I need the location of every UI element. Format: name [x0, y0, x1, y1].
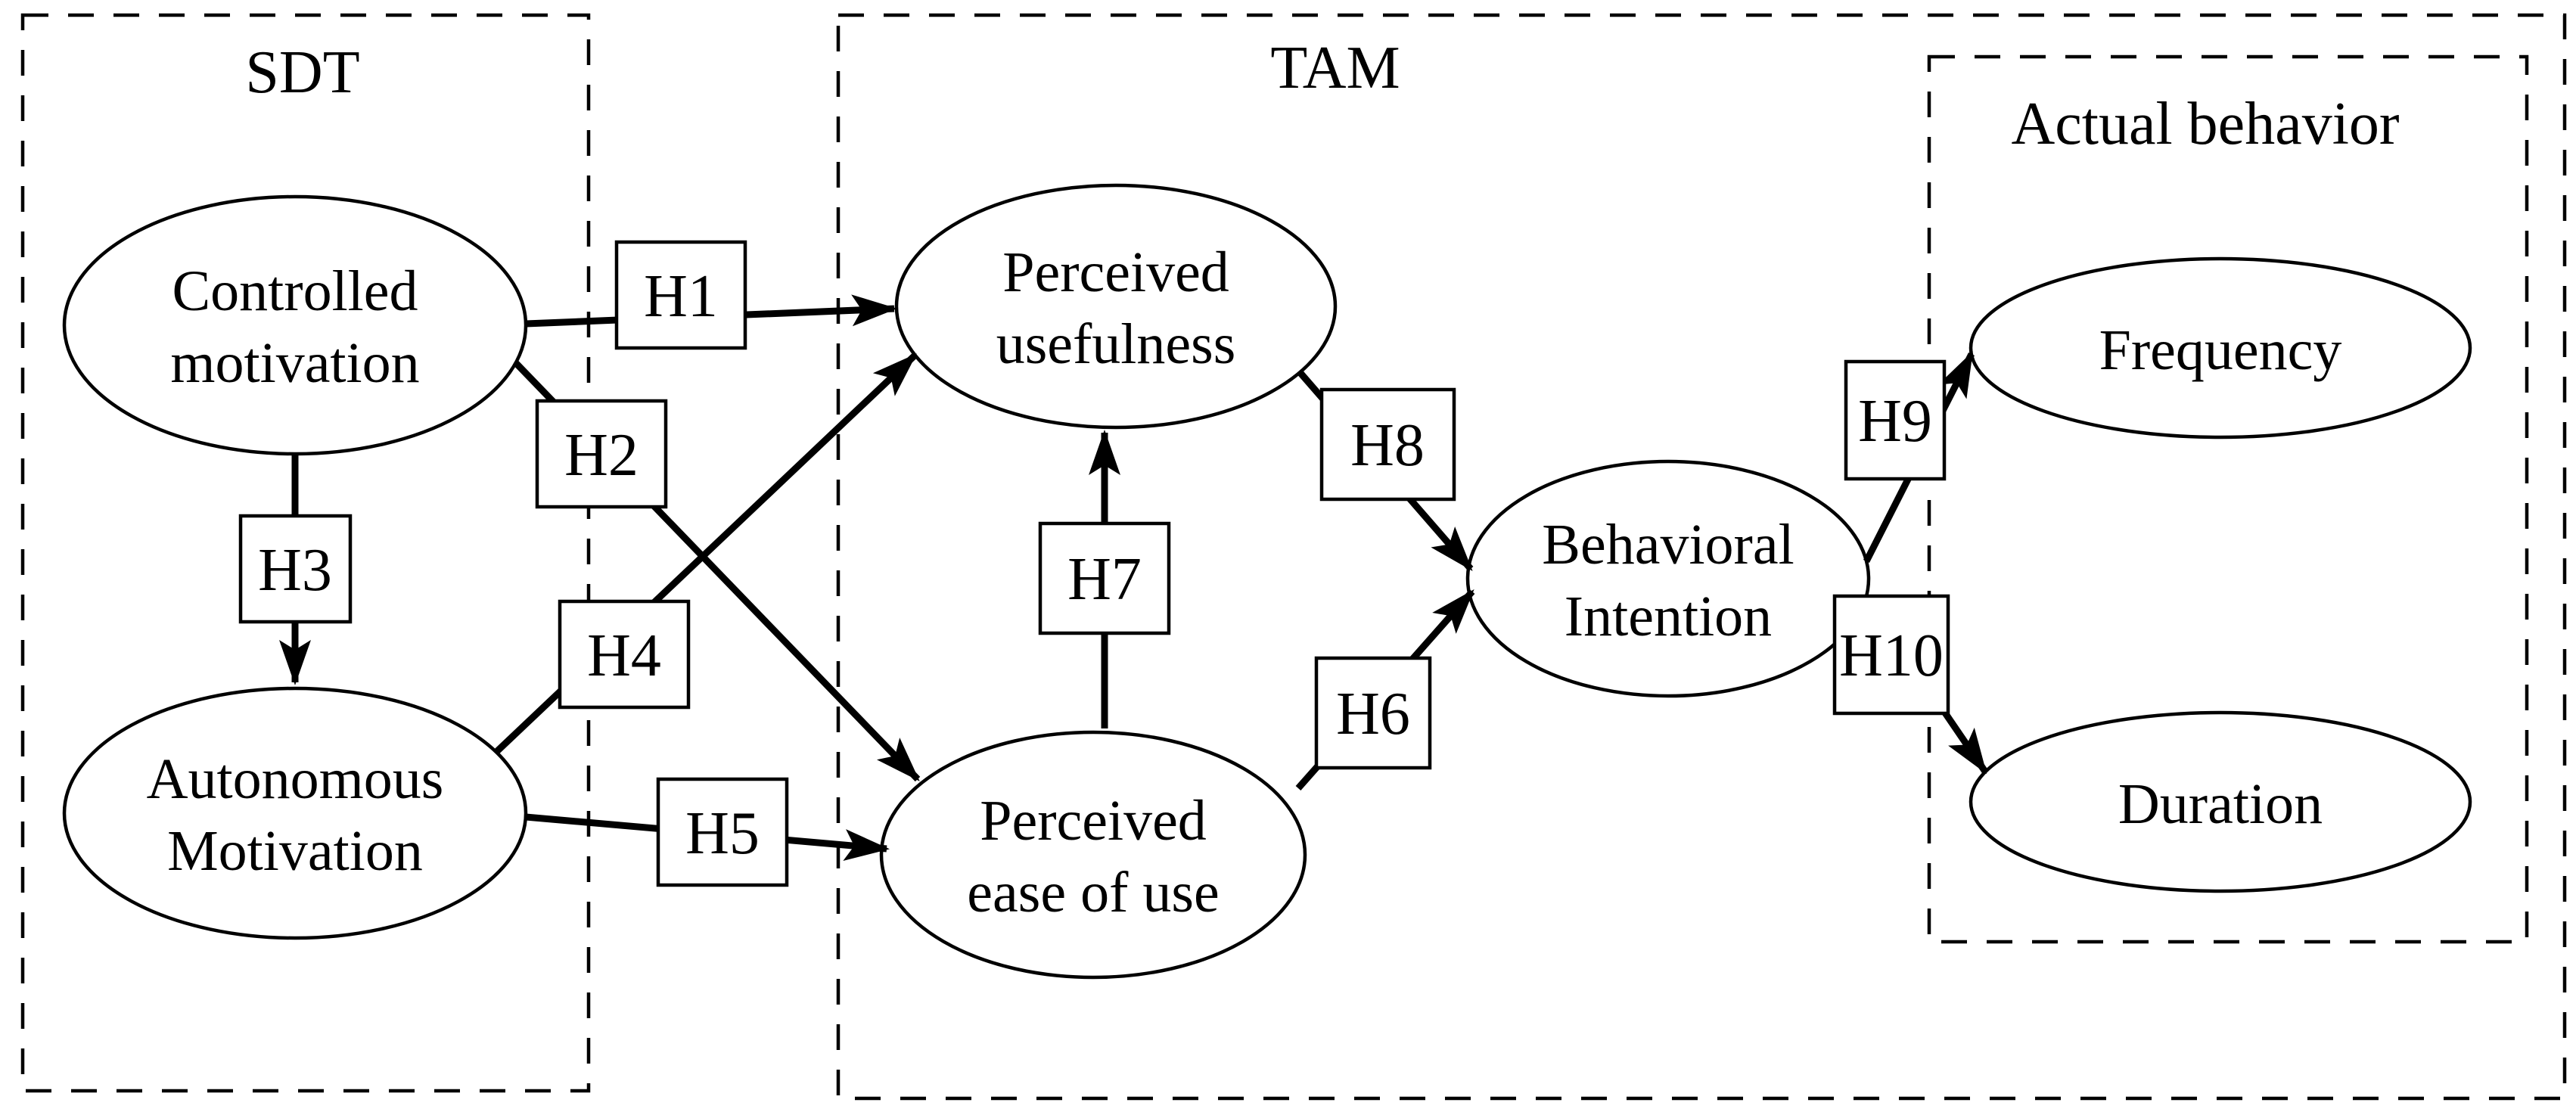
- perceived-usefulness-line2: usefulness: [996, 312, 1236, 376]
- node-controlled-motivation: [62, 194, 528, 456]
- hypothesis-box-h5: H5: [656, 777, 789, 887]
- h1-label: H1: [644, 263, 718, 330]
- h7-label: H7: [1067, 546, 1142, 613]
- node-perceived-usefulness: [894, 183, 1338, 430]
- node-frequency: [1969, 256, 2472, 440]
- hypothesis-box-h8: H8: [1319, 387, 1456, 502]
- h6-label: H6: [1336, 681, 1410, 747]
- label-behavioral-intention: Behavioral Intention: [1542, 513, 1794, 648]
- sdt-frame: [20, 13, 591, 1093]
- behavioral-intention-line1: Behavioral: [1542, 513, 1794, 576]
- hypothesis-box-h4: H4: [558, 599, 691, 710]
- frequency-label: Frequency: [2099, 318, 2342, 382]
- autonomous-motivation-line2: Motivation: [167, 819, 423, 883]
- h7-box: [1038, 521, 1171, 635]
- controlled-motivation-line1: Controlled: [172, 259, 418, 323]
- h8-box: [1319, 387, 1456, 502]
- h4-box: [558, 599, 691, 710]
- node-duration: [1969, 710, 2472, 893]
- actual-behavior-region-label: Actual behavior: [2011, 91, 2399, 157]
- controlled-motivation-line2: motivation: [170, 331, 419, 395]
- perceived-ease-of-use-line2: ease of use: [967, 861, 1219, 924]
- duration-label: Duration: [2118, 772, 2323, 836]
- h8-label: H8: [1350, 412, 1425, 479]
- hypothesis-box-h9: H9: [1844, 359, 1947, 481]
- h2-label: H2: [564, 422, 639, 489]
- label-autonomous-motivation: Autonomous Motivation: [147, 747, 444, 883]
- hypothesis-box-h7: H7: [1038, 521, 1171, 635]
- perceived-usefulness-line1: Perceived: [1002, 241, 1229, 304]
- hypothesis-box-h1: H1: [614, 240, 747, 350]
- h4-label: H4: [587, 623, 661, 689]
- actual-behavior-frame: [1927, 54, 2529, 944]
- tam-region-label: TAM: [1270, 35, 1400, 101]
- h1-box: [614, 240, 747, 350]
- region-sdt: SDT: [20, 13, 591, 1093]
- h6-box: [1314, 656, 1432, 770]
- label-perceived-ease-of-use: Perceived ease of use: [967, 789, 1219, 924]
- h9-box: [1844, 359, 1947, 481]
- node-perceived-ease-of-use: [879, 730, 1307, 980]
- perceived-ease-of-use-line1: Perceived: [980, 789, 1207, 853]
- sdt-region-label: SDT: [245, 39, 359, 106]
- tam-frame: [836, 13, 2567, 1101]
- hypothesis-box-h3: H3: [238, 514, 353, 624]
- h10-box: [1832, 594, 1950, 716]
- hypothesis-box-h10: H10: [1832, 594, 1950, 716]
- behavioral-intention-line2: Intention: [1565, 585, 1772, 648]
- region-actual-behavior: Actual behavior: [1927, 54, 2529, 944]
- h3-label: H3: [258, 537, 332, 604]
- h9-label: H9: [1858, 388, 1932, 455]
- label-controlled-motivation: Controlled motivation: [170, 259, 419, 395]
- h2-box: [535, 399, 668, 509]
- h5-box: [656, 777, 789, 887]
- h3-box: [238, 514, 353, 624]
- hypothesis-box-h2: H2: [535, 399, 668, 509]
- node-autonomous-motivation: [62, 686, 528, 940]
- autonomous-motivation-line1: Autonomous: [147, 747, 444, 811]
- label-perceived-usefulness: Perceived usefulness: [996, 241, 1236, 376]
- hypothesis-box-h6: H6: [1314, 656, 1432, 770]
- node-behavioral-intention: [1465, 459, 1871, 698]
- region-tam: TAM: [836, 13, 2567, 1101]
- h10-label: H10: [1839, 623, 1944, 689]
- h5-label: H5: [685, 800, 760, 867]
